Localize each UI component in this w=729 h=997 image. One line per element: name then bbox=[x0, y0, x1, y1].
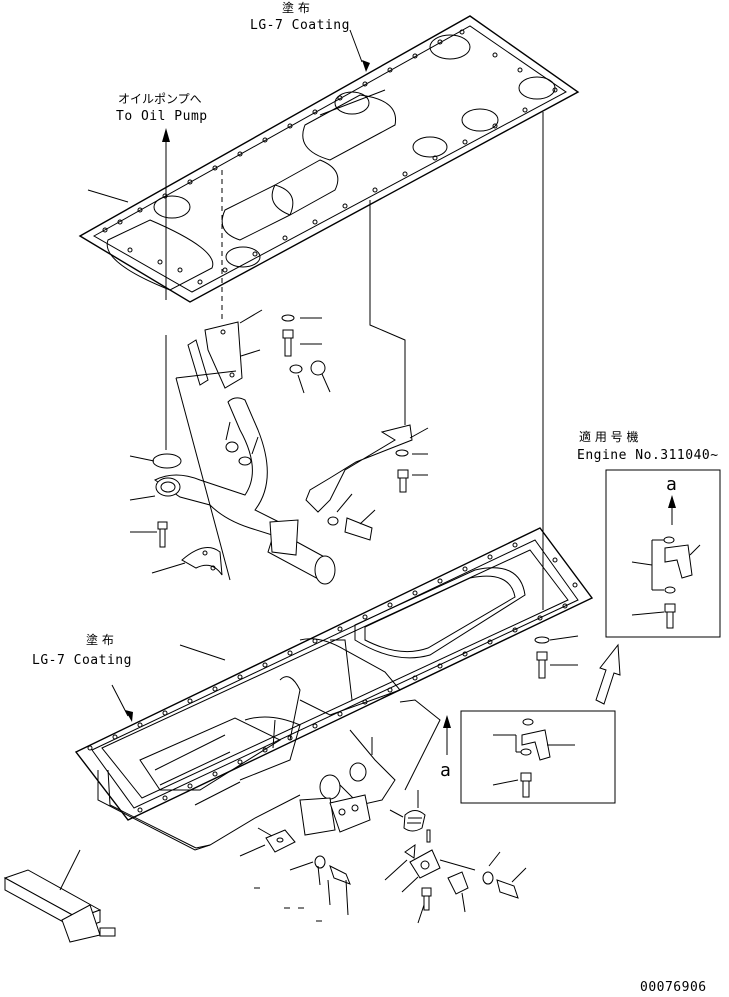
ref-a-main: a bbox=[440, 760, 451, 781]
coating-top-jp: 塗 布 bbox=[282, 0, 310, 15]
bracket-hardware bbox=[225, 314, 331, 466]
oil-pump-arrow bbox=[162, 128, 170, 450]
scatter-marks bbox=[254, 887, 322, 922]
pan-side-hardware bbox=[534, 635, 579, 679]
hollow-arrow bbox=[595, 643, 621, 705]
coating-bottom-en: LG-7 Coating bbox=[32, 653, 132, 668]
applicable-jp: 適 用 号 機 bbox=[579, 429, 638, 444]
leader-lines-left bbox=[129, 309, 263, 581]
suction-pipe-assembly bbox=[152, 321, 336, 585]
tool-lower-left bbox=[3, 849, 116, 943]
coating-bottom-jp: 塗 布 bbox=[86, 632, 114, 647]
o-ring bbox=[152, 453, 182, 469]
detail-box-lower bbox=[460, 710, 616, 804]
support-bracket bbox=[305, 112, 544, 610]
oil-pan bbox=[74, 527, 594, 851]
engine-no: Engine No.311040~ bbox=[577, 448, 719, 463]
oil-pump-en: To Oil Pump bbox=[116, 109, 208, 124]
gasket-bolt-holes bbox=[102, 29, 558, 285]
coating-top-en: LG-7 Coating bbox=[250, 18, 350, 33]
ref-a-inset: a bbox=[666, 474, 677, 495]
oil-pump-jp: オイルポンプへ bbox=[118, 92, 202, 106]
inset-box-upper bbox=[605, 469, 721, 638]
oil-pan-bolt-holes bbox=[87, 542, 578, 813]
drawing-number: 00076906 bbox=[640, 980, 707, 995]
drain-hardware bbox=[239, 790, 527, 924]
ref-arrow-a-main bbox=[371, 715, 451, 755]
gasket bbox=[78, 15, 580, 303]
